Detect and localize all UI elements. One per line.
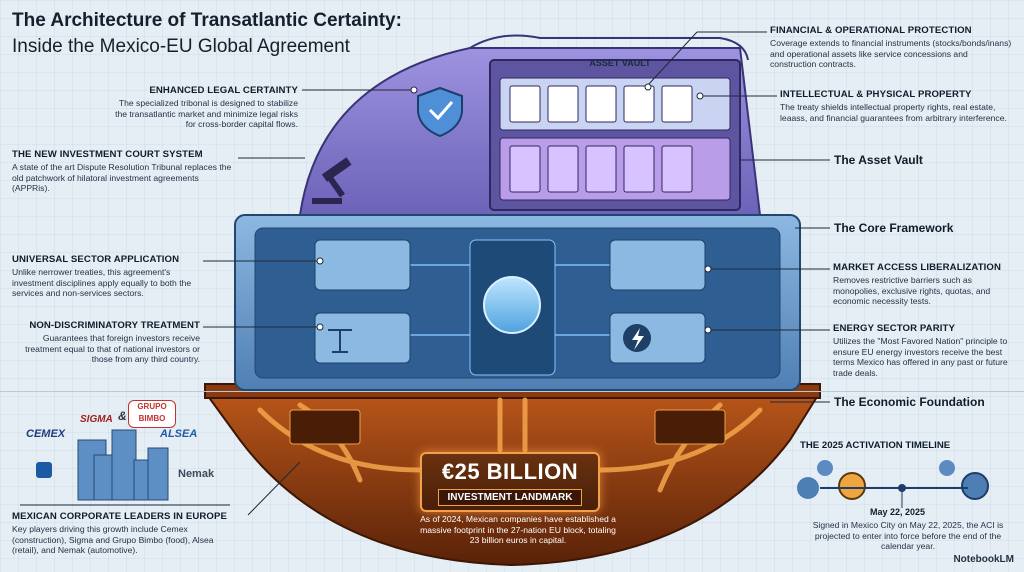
non-discrimination-block: NON-DISCRIMINATORY TREATMENT Guarantees … xyxy=(12,320,200,365)
intellectual-property-block: INTELLECTUAL & PHYSICAL PROPERTY The tre… xyxy=(780,89,1016,123)
investment-court-text: A state of the art Dispute Resolution Tr… xyxy=(12,162,232,194)
ampersand-text: & xyxy=(118,409,127,423)
investment-landmark-badge: €25 BILLION INVESTMENT LANDMARK xyxy=(420,452,600,512)
timeline-date: May 22, 2025 xyxy=(870,507,926,517)
energy-parity-heading: ENERGY SECTOR PARITY xyxy=(833,323,955,334)
legal-certainty-block: ENHANCED LEGAL CERTAINTY The specialized… xyxy=(112,85,298,130)
market-access-text: Removes restrictive barriers such as mon… xyxy=(833,275,991,307)
timeline-text: Signed in Mexico City on May 22, 2025, t… xyxy=(812,520,1004,551)
alsea-logo: ALSEA xyxy=(160,428,198,440)
module-universal-sector xyxy=(314,239,411,291)
market-access-block: MARKET ACCESS LIBERALIZATION Removes res… xyxy=(833,262,1018,307)
financial-protection-heading: FINANCIAL & OPERATIONAL PROTECTION xyxy=(770,25,972,36)
corporate-leaders-text: Key players driving this growth include … xyxy=(12,524,214,556)
company-logo-icon xyxy=(36,462,52,478)
energy-parity-block: ENERGY SECTOR PARITY Utilizes the "Most … xyxy=(833,323,1018,378)
lightning-icon xyxy=(623,324,651,352)
scales-icon xyxy=(328,329,352,353)
intellectual-property-heading: INTELLECTUAL & PHYSICAL PROPERTY xyxy=(780,89,972,100)
asset-vault-label: ASSET VAULT xyxy=(589,58,651,68)
cemex-logo: CEMEX xyxy=(26,428,66,440)
non-discrimination-text: Guarantees that foreign investors receiv… xyxy=(25,333,200,365)
intellectual-property-text: The treaty shields intellectual property… xyxy=(780,102,1007,123)
callout-asset-vault: The Asset Vault xyxy=(834,153,923,167)
universal-sector-heading: UNIVERSAL SECTOR APPLICATION xyxy=(12,254,180,265)
bimbo-logo-line1: GRUPO xyxy=(137,402,167,411)
corporate-leaders-block: MEXICAN CORPORATE LEADERS IN EUROPE Key … xyxy=(12,511,238,556)
callout-core-framework: The Core Framework xyxy=(834,221,954,235)
module-market-access xyxy=(609,239,706,291)
investment-court-heading: THE NEW INVESTMENT COURT SYSTEM xyxy=(12,149,203,160)
corporate-leaders-heading: MEXICAN CORPORATE LEADERS IN EUROPE xyxy=(12,511,227,522)
timeline-title: THE 2025 ACTIVATION TIMELINE xyxy=(800,440,951,451)
market-access-heading: MARKET ACCESS LIBERALIZATION xyxy=(833,262,1002,273)
page-subtitle: Inside the Mexico-EU Global Agreement xyxy=(12,36,350,57)
legal-certainty-text: The specialized tribonal is designed to … xyxy=(115,98,298,130)
core-reactor-icon xyxy=(483,276,541,334)
sigma-logo: SIGMA xyxy=(80,414,113,425)
nemak-logo: Nemak xyxy=(178,468,215,480)
shield-icon xyxy=(417,86,463,138)
financial-protection-block: FINANCIAL & OPERATIONAL PROTECTION Cover… xyxy=(770,25,1016,70)
page-title: The Architecture of Transatlantic Certai… xyxy=(12,10,402,31)
landmark-subtitle: INVESTMENT LANDMARK xyxy=(438,489,582,506)
landmark-amount: €25 BILLION xyxy=(441,459,579,484)
property-icons xyxy=(509,145,693,193)
non-discrimination-heading: NON-DISCRIMINATORY TREATMENT xyxy=(29,320,200,331)
city-skyline xyxy=(77,429,169,501)
investment-court-block: THE NEW INVESTMENT COURT SYSTEM A state … xyxy=(12,149,234,194)
legal-certainty-heading: ENHANCED LEGAL CERTAINTY xyxy=(149,85,298,96)
module-non-discrimination xyxy=(314,312,411,364)
timeline-gears xyxy=(797,460,989,508)
callout-economic-foundation: The Economic Foundation xyxy=(834,395,985,409)
section-divider xyxy=(0,391,1024,392)
notebooklm-brand: NotebookLM xyxy=(953,554,1014,565)
universal-sector-text: Unlike nerrower treaties, this agreement… xyxy=(12,267,192,299)
document-icons xyxy=(509,85,693,123)
bimbo-logo: GRUPO BIMBO xyxy=(128,400,176,428)
bimbo-logo-line2: BIMBO xyxy=(138,414,166,423)
gavel-icon xyxy=(312,157,352,204)
financial-protection-text: Coverage extends to financial instrument… xyxy=(770,38,1012,70)
universal-sector-block: UNIVERSAL SECTOR APPLICATION Unlike nerr… xyxy=(12,254,202,299)
energy-parity-text: Utilizes the "Most Favored Nation" princ… xyxy=(833,336,1008,378)
landmark-note: As of 2024, Mexican companies have estab… xyxy=(420,514,616,545)
